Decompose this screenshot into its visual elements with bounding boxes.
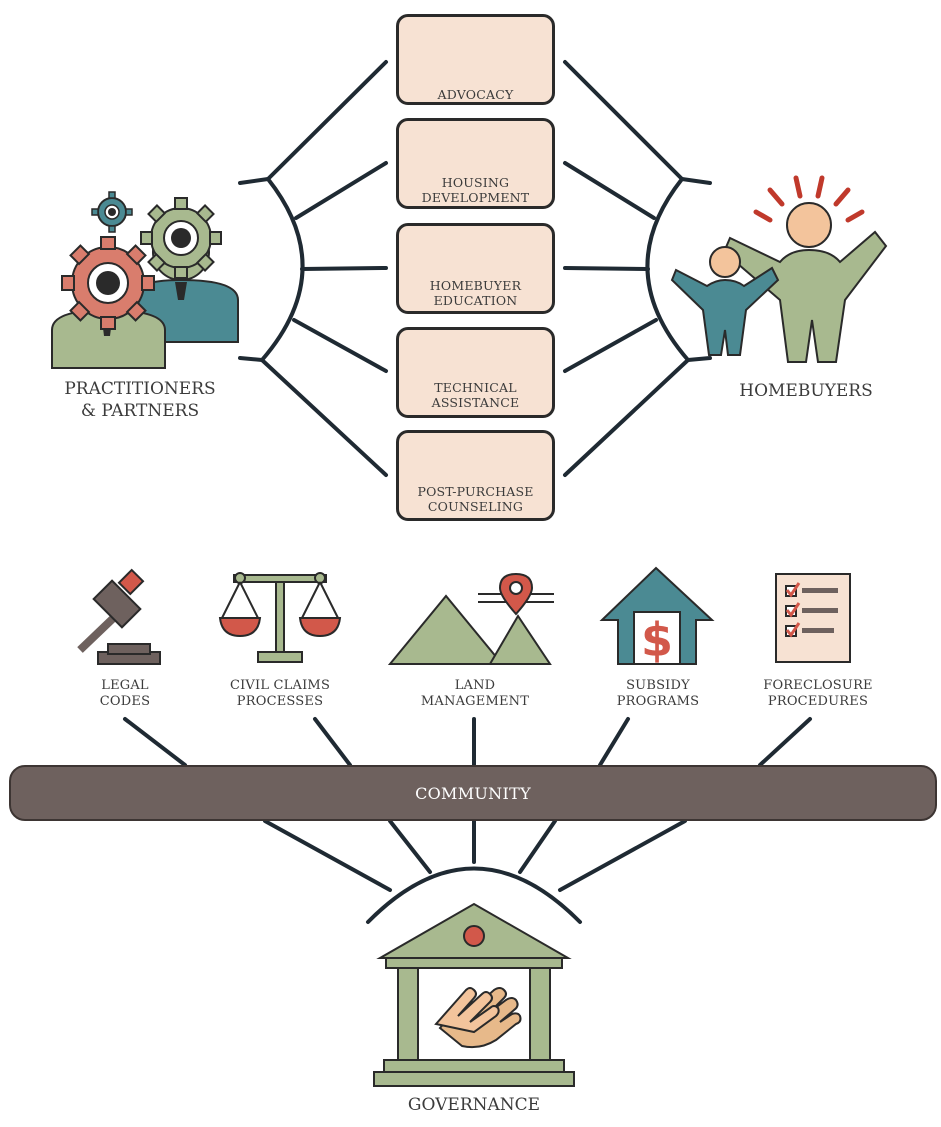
service-label-housing-development: HOUSING DEVELOPMENT <box>421 175 530 205</box>
scales-icon <box>218 572 342 663</box>
homebuyers-icon <box>670 175 888 363</box>
framework-label-legal-codes: LEGAL CODES <box>99 678 151 709</box>
service-box-technical-assistance: TECHNICAL ASSISTANCE <box>396 327 555 418</box>
service-box-post-purchase-counseling: POST-PURCHASE COUNSELING <box>396 430 555 521</box>
framework-label-land-management: LAND MANAGEMENT <box>420 678 530 709</box>
homebuyers-label: HOMEBUYERS <box>739 381 873 401</box>
governance-building-icon <box>373 902 575 1087</box>
service-box-homebuyer-education: HOMEBUYER EDUCATION <box>396 223 555 314</box>
service-label-advocacy: ADVOCACY <box>437 87 514 102</box>
framework-label-subsidy-programs: SUBSIDY PROGRAMS <box>616 678 700 709</box>
left-bracket-arc <box>260 177 305 362</box>
gavel-icon <box>77 568 161 665</box>
community-label: COMMUNITY <box>415 784 531 803</box>
practitioners-label: PRACTITIONERS & PARTNERS <box>64 379 216 421</box>
checklist-icon <box>775 573 851 663</box>
right-bracket-arc <box>645 177 690 362</box>
service-box-housing-development: HOUSING DEVELOPMENT <box>396 118 555 209</box>
service-label-post-purchase-counseling: POST-PURCHASE COUNSELING <box>417 484 534 514</box>
service-box-advocacy: ADVOCACY <box>396 14 555 105</box>
svg-text:$: $ <box>641 613 673 667</box>
land-pin-icon <box>387 572 554 665</box>
community-bar: COMMUNITY <box>9 765 937 821</box>
framework-label-civil-claims: CIVIL CLAIMS PROCESSES <box>229 678 331 709</box>
house-dollar-icon: $ <box>599 566 715 667</box>
framework-label-foreclosure: FORECLOSURE PROCEDURES <box>763 678 873 709</box>
governance-label: GOVERNANCE <box>407 1095 541 1115</box>
service-label-technical-assistance: TECHNICAL ASSISTANCE <box>431 380 520 410</box>
practitioners-icon <box>51 191 239 369</box>
service-label-homebuyer-education: HOMEBUYER EDUCATION <box>429 278 522 308</box>
